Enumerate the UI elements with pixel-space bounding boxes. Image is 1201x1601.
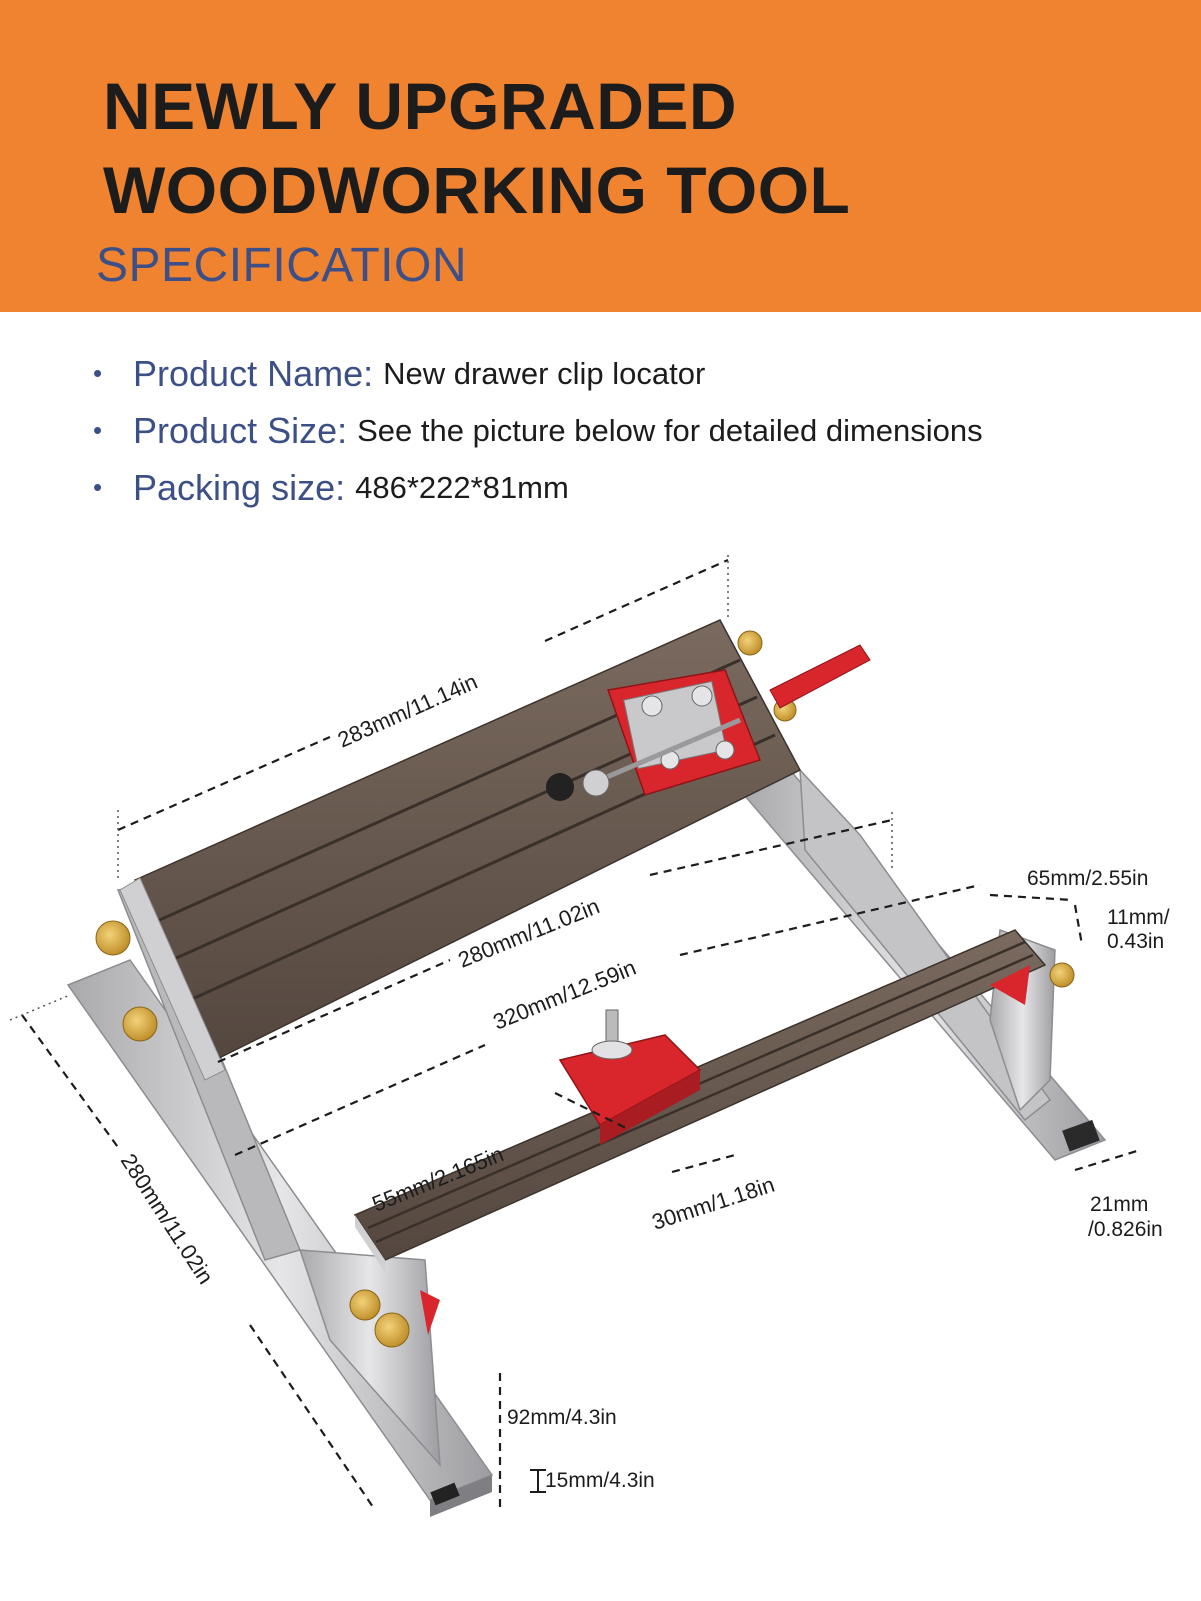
bullet-icon: • xyxy=(93,358,103,388)
spec-label: Product Name: xyxy=(133,352,374,394)
title-line-2: WOODWORKING TOOL xyxy=(103,153,851,227)
spec-item-product-name: • Product Name: New drawer clip locator xyxy=(93,345,983,402)
dim-rail-thickness-line2: 0.43in xyxy=(1107,930,1164,953)
page-title: NEWLY UPGRADED WOODWORKING TOOL xyxy=(103,64,850,232)
spec-item-packing-size: • Packing size: 486*222*81mm xyxy=(93,459,983,516)
spec-value: See the picture below for detailed dimen… xyxy=(357,412,983,448)
spec-list: • Product Name: New drawer clip locator … xyxy=(93,345,983,516)
knob-right-top xyxy=(737,630,763,656)
bullet-icon: • xyxy=(93,472,103,502)
toggle-clamp xyxy=(546,644,871,801)
dimension-lines xyxy=(9,555,1141,1512)
title-line-1: NEWLY UPGRADED xyxy=(103,69,738,143)
dim-rail-width: 65mm/2.55in xyxy=(1027,867,1148,890)
dim-height: 92mm/4.3in xyxy=(507,1406,617,1429)
spec-label: Packing size: xyxy=(133,466,346,508)
knob-left-bottom xyxy=(122,1006,158,1042)
spec-label: Product Size: xyxy=(133,409,348,451)
spec-item-product-size: • Product Size: See the picture below fo… xyxy=(93,402,983,459)
dim-block-width: 30mm/1.18in xyxy=(649,1172,778,1235)
knob-front-right xyxy=(990,962,1075,1005)
dim-base-height: 15mm/4.3in xyxy=(545,1469,655,1492)
dim-tube-line1: 21mm xyxy=(1090,1193,1148,1216)
dim-tube-line2: /0.826in xyxy=(1088,1218,1163,1241)
knob-left-top xyxy=(95,920,131,956)
header-banner: NEWLY UPGRADED WOODWORKING TOOL SPECIFIC… xyxy=(0,0,1201,312)
spec-value: New drawer clip locator xyxy=(383,355,706,391)
lower-aluminum-rail xyxy=(353,929,1047,1272)
spec-value: 486*222*81mm xyxy=(355,469,569,505)
dim-rail-thickness-line1: 11mm/ xyxy=(1107,906,1170,929)
bullet-icon: • xyxy=(93,415,103,445)
knob-front-left xyxy=(349,1289,440,1348)
section-subtitle: SPECIFICATION xyxy=(96,239,467,292)
product-dimension-figure: 283mm/11.14in 280mm/11.02in 320mm/12.59i… xyxy=(9,555,1170,1517)
stop-block xyxy=(558,1009,702,1145)
